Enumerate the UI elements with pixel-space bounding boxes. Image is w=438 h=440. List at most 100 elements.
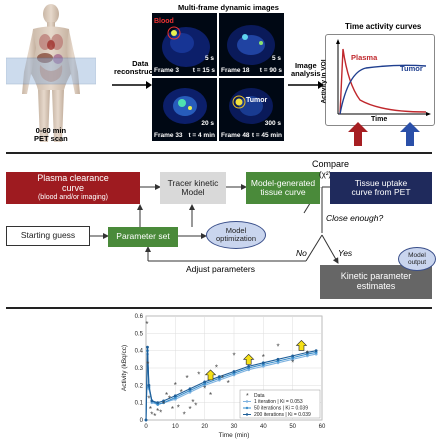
plasma-clearance-sub: (blood and/or imaging) — [37, 194, 109, 202]
iteration-arrow-icon — [204, 369, 217, 381]
top-panel: 0-60 min PET scan Data reconstruction Mu… — [0, 0, 438, 148]
series-point — [188, 387, 192, 391]
data-point: * — [177, 403, 180, 412]
starting-guess-label: Starting guess — [20, 230, 76, 241]
y-tick-label: 0 — [140, 418, 144, 424]
tissue-uptake-box: Tissue uptake curve from PET — [330, 172, 432, 204]
data-point: * — [162, 400, 165, 409]
arrow-reconstruction-icon — [112, 81, 152, 89]
legend-box — [239, 389, 321, 419]
plasma-curve — [339, 48, 427, 115]
compare-label: Compare — [312, 159, 350, 169]
tissue-uptake-label: Tissue uptake curve from PET — [351, 177, 411, 197]
adjust-parameters-label: Adjust parameters — [186, 264, 255, 274]
series-point — [217, 375, 221, 379]
data-point: * — [147, 395, 150, 404]
legend-marker — [245, 400, 249, 403]
data-point: * — [186, 374, 189, 383]
x-axis-label: Time (min) — [219, 432, 250, 439]
frame-label: Frame 33 — [154, 132, 183, 139]
legend-entry: 200 iterations | Ki = 0.039 — [254, 412, 311, 418]
data-point: * — [174, 381, 177, 390]
divider-top — [6, 152, 432, 154]
multiframe-title: Multi-frame dynamic images — [178, 3, 279, 12]
data-point: * — [203, 384, 206, 393]
frame-time: t = 15 s — [192, 67, 215, 74]
parameter-set-box: Parameter set — [108, 227, 178, 247]
iteration-arrow-icon — [295, 339, 308, 351]
y-tick-label: 0.3 — [135, 366, 144, 372]
x-tick-label: 30 — [231, 424, 238, 430]
tracer-model-label: Tracer kinetic Model — [167, 177, 219, 197]
y-tick-label: 0.2 — [135, 383, 144, 389]
data-point: * — [215, 364, 218, 373]
y-tick-label: 0.6 — [135, 314, 144, 320]
series-point — [291, 354, 295, 358]
frame-label: Frame 3 — [154, 67, 179, 74]
frame-tag: Tumor — [246, 97, 268, 104]
model-curve-label: Model-generated tissue curve — [250, 177, 316, 197]
data-point: * — [227, 379, 230, 388]
model-optimization-ellipse: Model optimization — [206, 221, 266, 249]
flowchart-panel: Plasma clearance curve (blood and/or ima… — [0, 155, 438, 305]
frame-tag: Blood — [154, 18, 174, 25]
frame-label: Frame 48 — [221, 132, 250, 139]
tac-frame — [325, 34, 435, 126]
x-tick-label: 60 — [319, 424, 326, 430]
data-point: * — [194, 402, 197, 411]
frame-label: Frame 18 — [221, 67, 250, 74]
data-point: * — [165, 391, 168, 400]
data-point: * — [291, 358, 294, 367]
data-point: * — [159, 409, 162, 418]
frame-image: Tumor 300 s Frame 48 t = 45 min — [219, 78, 284, 141]
frame-image: 20 s Frame 33 t = 4 min — [152, 78, 217, 141]
x-tick-label: 20 — [201, 424, 208, 430]
data-point: * — [168, 395, 171, 404]
arrow-analysis-icon — [288, 81, 324, 89]
data-point: * — [221, 374, 224, 383]
scan-label: 0-60 min PET scan — [34, 126, 68, 143]
model-optimization-label: Model optimization — [215, 225, 257, 243]
series-point — [146, 345, 149, 349]
data-point: * — [180, 388, 183, 397]
plasma-clearance-label: Plasma clearance curve — [37, 173, 109, 194]
data-point: * — [145, 320, 148, 329]
x-tick-label: 10 — [172, 424, 179, 430]
data-point: * — [153, 412, 156, 421]
series-point — [314, 349, 318, 353]
frame-image: 5 s Frame 18 t = 90 s — [219, 13, 284, 76]
kinetic-estimates-label: Kinetic parameter estimates — [340, 271, 412, 291]
compare-sub: (χ²) — [319, 170, 332, 179]
y-tick-label: 0.5 — [135, 331, 144, 337]
tac-ylabel: Activity in VOI — [320, 59, 328, 104]
tac-xlabel: Time — [371, 116, 388, 123]
data-point: * — [209, 391, 212, 400]
data-point: * — [262, 353, 265, 362]
data-point: * — [156, 407, 159, 416]
tac-plot — [336, 39, 431, 146]
plasma-clearance-box: Plasma clearance curve (blood and/or ima… — [6, 172, 140, 204]
legend-marker: * — [246, 393, 249, 400]
frame-time: t = 90 s — [259, 67, 282, 74]
analysis-label: Image analysis — [291, 61, 321, 79]
starting-guess-box: Starting guess — [6, 226, 90, 246]
series-point — [162, 399, 165, 403]
series-point — [276, 357, 280, 361]
data-point: * — [191, 398, 194, 407]
human-body-figure — [6, 4, 96, 142]
data-point: * — [306, 350, 309, 359]
series-point — [261, 361, 265, 365]
frame-image: Blood 5 s Frame 3 t = 15 s — [152, 13, 217, 76]
series-point — [305, 351, 309, 354]
x-tick-label: 0 — [144, 424, 148, 430]
model-output-label: Model output — [407, 251, 427, 266]
tumor-curve — [339, 64, 427, 115]
series-point — [232, 370, 236, 373]
x-tick-label: 50 — [289, 424, 296, 430]
y-axis-label: Activity (kBq/cc) — [121, 345, 128, 391]
legend-entry: Data — [254, 393, 265, 399]
plasma-arrow-icon — [348, 122, 368, 146]
tac-title: Time activity curves — [345, 22, 422, 31]
series-point — [150, 399, 154, 403]
data-point: * — [146, 360, 149, 369]
